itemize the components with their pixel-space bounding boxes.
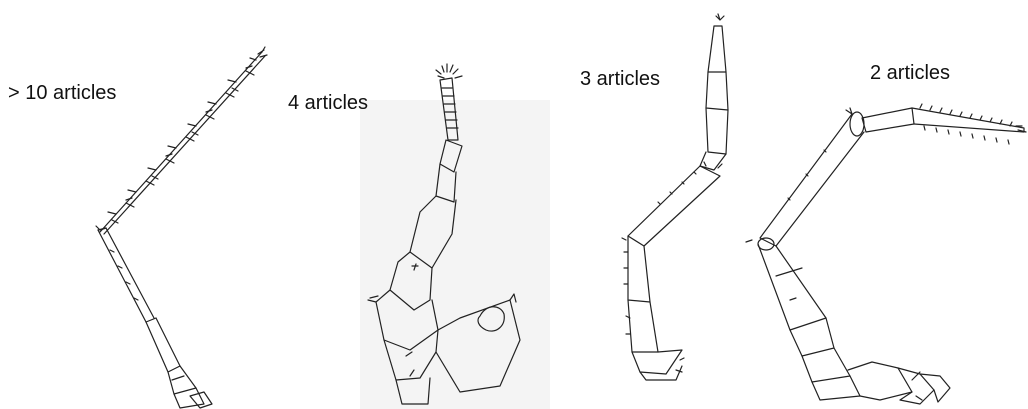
antenna-drawing-3-articles [622, 14, 728, 380]
antenna-drawing-many-articles [96, 47, 267, 408]
antenna-drawing-4-articles [368, 64, 520, 404]
antenna-drawing-2-articles [746, 104, 1026, 404]
